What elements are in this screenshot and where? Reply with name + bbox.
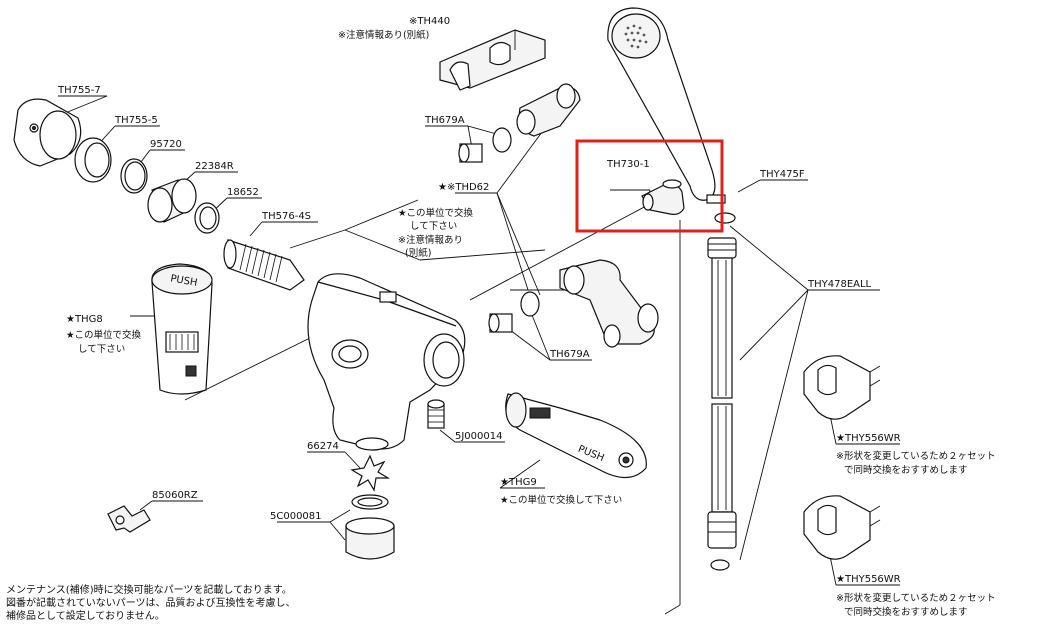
thg8-handle-part: PUSH	[151, 263, 213, 395]
th576-4s-cartridge-part	[223, 239, 305, 291]
thd62-upper-part	[458, 83, 581, 163]
part-95720	[120, 158, 148, 194]
label-thg8: ★THG8	[66, 314, 103, 325]
label-th755-5: TH755-5	[114, 115, 158, 126]
label-thy478eall: THY478EALL	[807, 279, 872, 290]
part-5j000014	[427, 399, 445, 429]
part-66274	[350, 454, 391, 492]
label-5c000081: 5C000081	[270, 511, 322, 522]
thy556wr-bracket-upper	[803, 355, 881, 420]
label-22384r: 22384R	[195, 161, 234, 172]
label-thd62-note3: ※注意情報あり	[398, 234, 463, 246]
label-85060rz: 85060RZ	[152, 490, 198, 501]
highlight-box	[575, 139, 724, 233]
th755-5-part	[74, 137, 112, 183]
label-thg9: ★THG9	[500, 477, 537, 488]
label-thy556wr-lower: ★THY556WR	[836, 574, 901, 585]
label-thy556wr-lower-note2: で同時交換をおすすめします	[844, 606, 968, 618]
label-th440-note: ※注意情報あり(別紙)	[338, 29, 429, 41]
label-th576-4s: TH576-4S	[261, 211, 311, 222]
mixer-body-part	[307, 273, 466, 451]
label-18652: 18652	[227, 187, 259, 198]
label-thg9-note: ★この単位で交換して下さい	[500, 494, 622, 506]
label-66274: 66274	[307, 441, 339, 452]
push-text-thg8: PUSH	[169, 273, 198, 289]
label-95720: 95720	[150, 139, 182, 150]
label-thd62-note2: して下さい	[410, 221, 457, 232]
label-thg8-note1: ★この単位で交換	[66, 329, 142, 341]
label-th755-7: TH755-7	[57, 85, 101, 96]
part-5c000081	[345, 494, 395, 560]
part-85060rz-key	[107, 505, 151, 533]
label-thy475f: THY475F	[759, 169, 805, 180]
thy556wr-bracket-lower	[803, 495, 881, 560]
label-thy556wr-upper-note1: ※形状を変更しているため２ヶセット	[836, 450, 996, 462]
part-18652	[194, 202, 220, 234]
hand-shower-part	[607, 7, 726, 204]
part-labels: ※TH440 ※注意情報あり(別紙) TH755-7 TH755-5 95720…	[57, 16, 996, 618]
part-22384r	[147, 178, 197, 223]
footer-note-line-3: 補修品として設定しておりません。	[6, 611, 165, 622]
footer-note-line-2: 図番が記載されていないパーツは、品質および互換性を考慮し、	[6, 598, 296, 609]
thd62-lower-part	[488, 259, 659, 348]
thg9-handle-part: PUSH	[505, 392, 647, 479]
label-thy556wr-lower-note1: ※形状を変更しているため２ヶセット	[836, 592, 996, 604]
label-th679a-bottom: TH679A	[549, 349, 590, 360]
label-thy556wr-upper-note2: で同時交換をおすすめします	[844, 464, 968, 476]
label-thd62-note4: (別紙)	[405, 247, 431, 259]
shower-hose-part	[707, 212, 737, 571]
th440-part	[439, 29, 546, 91]
footer-note: メンテナンス(補修)時に交換可能なパーツを記載しております。 図番が記載されてい…	[6, 584, 386, 623]
label-thy556wr-upper: ★THY556WR	[836, 433, 901, 444]
label-th730-1: TH730-1	[606, 159, 650, 170]
label-thd62-note1: ★この単位で交換	[398, 207, 474, 219]
th755-7-part	[13, 98, 82, 167]
label-thg8-note2: して下さい	[78, 344, 125, 355]
label-5j000014: 5J000014	[455, 431, 503, 442]
label-th679a-top: TH679A	[424, 115, 465, 126]
footer-note-line-1: メンテナンス(補修)時に交換可能なパーツを記載しております。	[6, 585, 292, 596]
label-th440: ※TH440	[409, 16, 450, 27]
th730-1-elbow-part	[641, 179, 685, 215]
label-thd62: ★※THD62	[438, 182, 489, 193]
